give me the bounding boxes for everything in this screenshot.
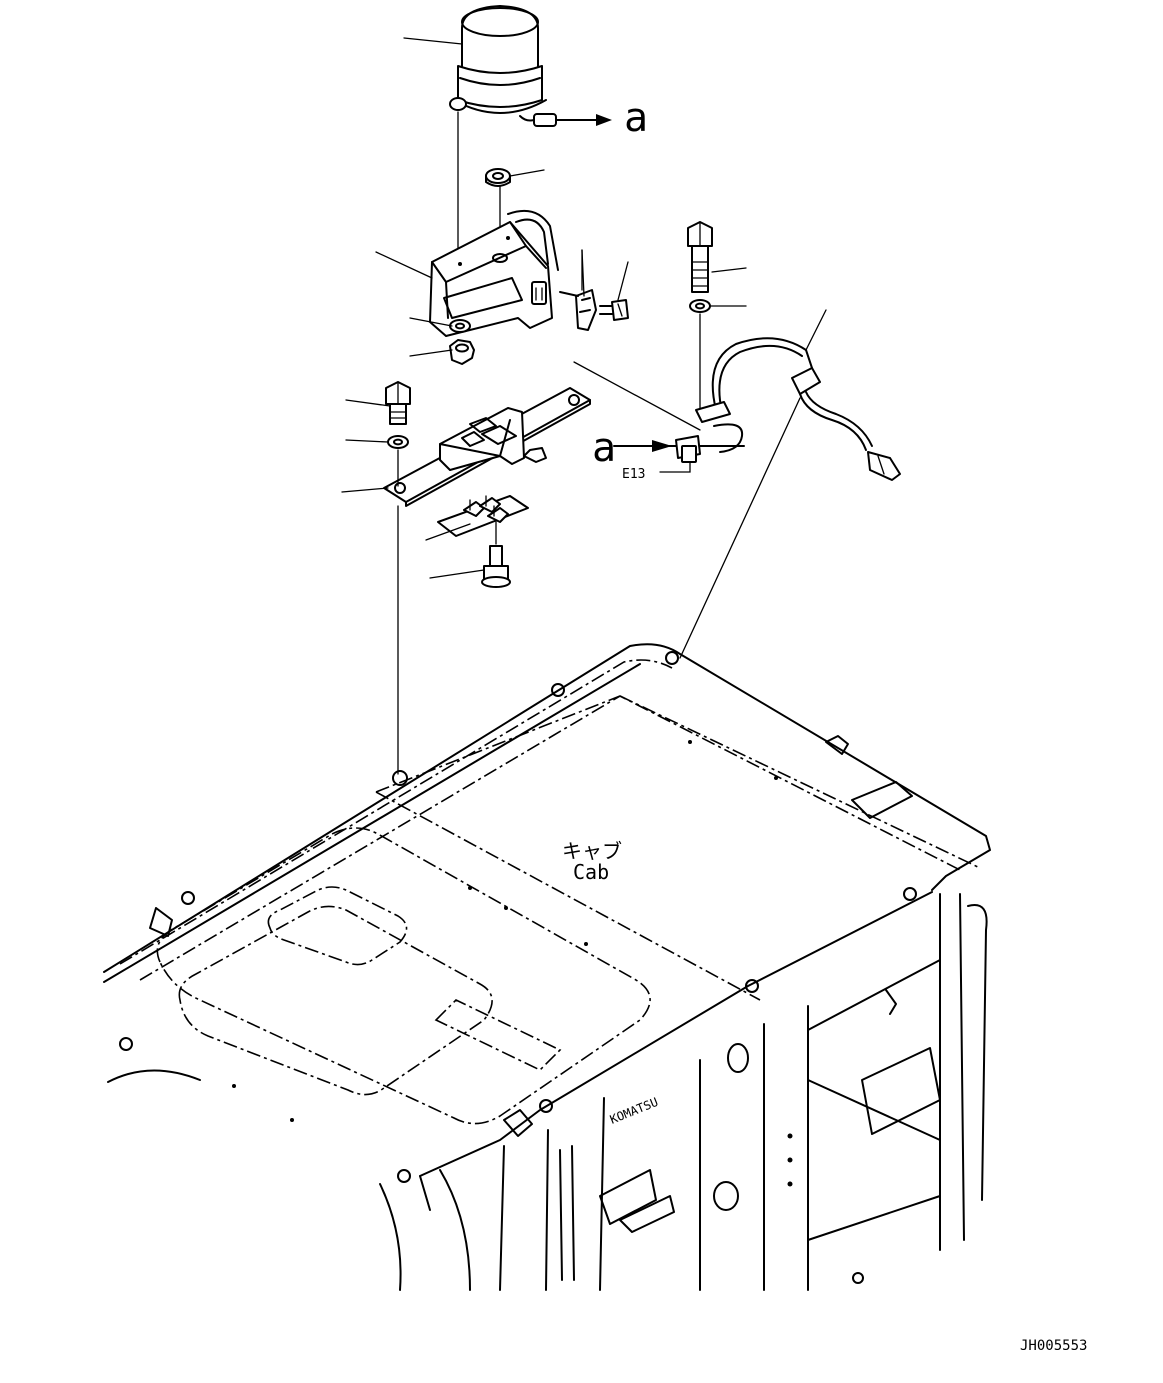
connector-code-label: E13 [622, 467, 645, 482]
washer-small [449, 319, 471, 333]
leader-lines [341, 37, 827, 579]
switch-clip [559, 249, 597, 331]
screw [599, 299, 629, 321]
hex-nut [449, 339, 475, 365]
rotating-beacon-lamp [449, 5, 612, 127]
wiring-harness [613, 337, 901, 481]
cab-label-japanese: キャブ [562, 839, 622, 863]
damper-pad [437, 495, 529, 537]
ref-letter-top: a [624, 95, 648, 141]
bolt-right [687, 221, 713, 293]
grommet [485, 168, 511, 187]
cab-label-english: Cab [573, 860, 609, 884]
drawing-number: JH005553 [1020, 1338, 1087, 1354]
base-plate [383, 387, 591, 507]
ref-letter-mid: a [592, 425, 616, 471]
cab-structure [103, 643, 991, 1291]
brand-mark: KOMATSU [608, 1095, 660, 1127]
stud-bolt [481, 521, 511, 588]
lamp-bracket [429, 210, 559, 337]
washer-left [387, 435, 409, 449]
bolt-left [385, 381, 411, 425]
washer-right [689, 299, 711, 313]
